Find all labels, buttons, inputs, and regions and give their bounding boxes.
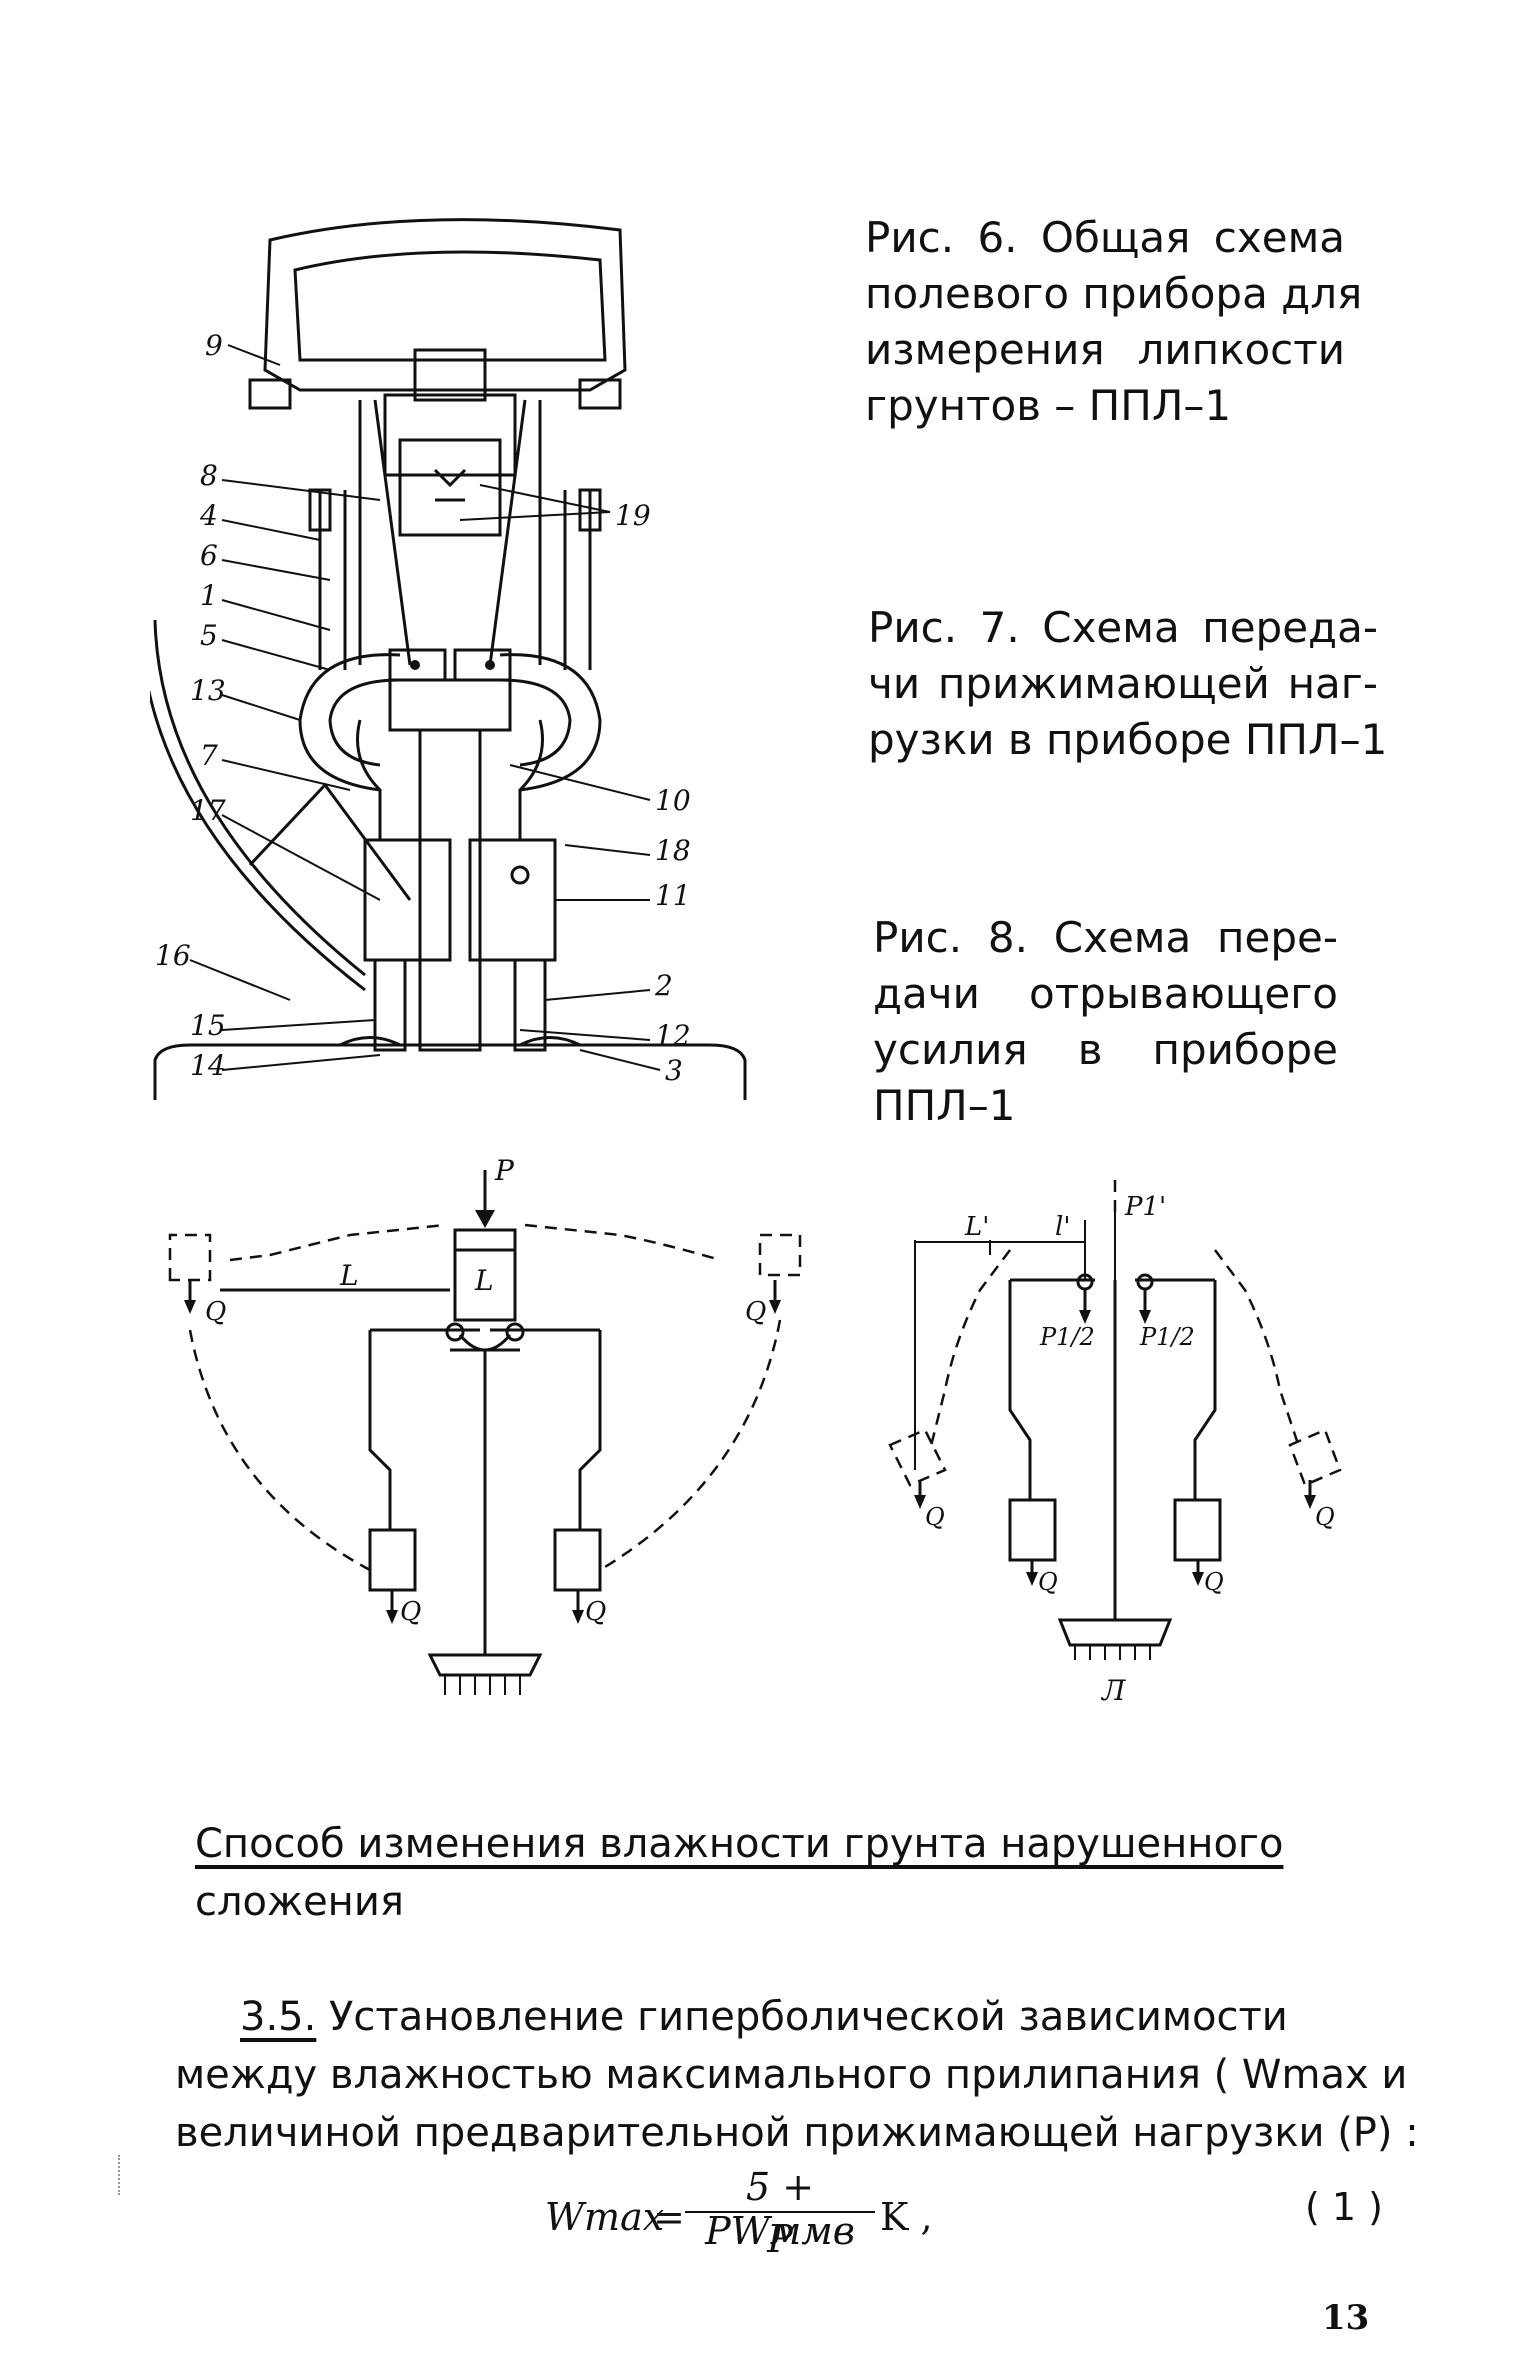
equation-number: ( 1 ) [1305,2185,1383,2229]
fig6-label: 16 [155,939,191,972]
fig6-label: 4 [199,499,218,532]
figure-7-load-diagram: P L L Q Q Q Q [168,1154,802,1695]
fig8-label: P1/2 [1139,1323,1195,1351]
equals-sign: = [653,2195,685,2239]
heading-line: сложения [195,1879,404,1925]
fig8-label: P1' [1124,1192,1166,1222]
caption-line: полевого прибора для [865,269,1363,318]
fig8-label: Q [1038,1568,1058,1596]
fig7-label: Q [400,1597,421,1627]
fig7-label: Q [205,1297,226,1327]
caption-line: грунтов – ППЛ–1 [865,381,1232,430]
paragraph-text: Установление гиперболической зависимости [316,1994,1288,2040]
fig6-label: 14 [190,1049,226,1082]
figure-6-caption: Рис. 6. Общая схема полевого прибора для… [865,210,1363,434]
fig6-label: 18 [655,834,691,867]
fig6-label: 12 [655,1019,691,1052]
fig6-label: 5 [200,619,218,652]
fig6-label: 9 [205,329,223,362]
fig6-label: 6 [200,539,218,572]
fig8-label: L' [964,1212,989,1242]
paragraph-line-1: 3.5. Установление гиперболической зависи… [175,1988,1385,2046]
caption-line: Рис. 7. Схема переда- [868,603,1378,652]
caption-line: рузки в приборе ППЛ–1 [868,715,1388,764]
fig6-label: 15 [190,1009,226,1042]
figure-6-device-schematic: 9 8 4 6 1 5 13 7 17 16 15 14 19 10 18 11… [150,218,747,1100]
fig7-label: L [339,1259,359,1292]
fig7-label: Q [745,1297,766,1327]
fig8-label: Л [1100,1674,1126,1707]
formula-factor: K , [880,2195,933,2239]
fig8-label: Q [925,1503,945,1531]
fig8-label: l' [1055,1212,1070,1242]
formula-denominator: P [767,2217,793,2261]
fig6-label: 19 [615,499,651,532]
fig6-label: 2 [654,969,673,1002]
fig6-label: 8 [200,459,218,492]
fraction-bar [685,2211,875,2213]
formula-numerator: 5 + PWммв [705,2165,855,2253]
fig6-label: 13 [190,674,226,707]
fig7-label: L [474,1264,494,1297]
paragraph-line-3: величиной предварительной прижимающей на… [175,2110,1419,2156]
fig6-label: 11 [655,879,691,912]
caption-line: Рис. 6. Общая схема [865,213,1345,262]
fig6-label: 17 [190,794,226,827]
fig6-label: 10 [655,784,691,817]
fig6-label: 1 [200,579,218,612]
margin-mark [118,2155,122,2195]
fig8-label: P1/2 [1039,1323,1095,1351]
section-3-5-paragraph: 3.5. Установление гиперболической зависи… [175,1988,1419,2162]
paragraph-line-2: между влажностью максимального прилипани… [175,2052,1408,2098]
page-number: 13 [1322,2298,1370,2338]
fig8-label: Q [1204,1568,1224,1596]
figure-7-caption: Рис. 7. Схема переда- чи прижимающей наг… [868,600,1388,768]
caption-line: ППЛ–1 [873,1081,1016,1130]
caption-line: измерения липкости [865,325,1345,374]
figure-8-caption: Рис. 8. Схема пере- дачи отрывающего уси… [873,910,1338,1134]
section-number: 3.5. [240,1994,317,2040]
caption-line: дачи отрывающего [873,969,1338,1018]
formula-lhs: Wmax [545,2195,665,2239]
fig7-label: P [494,1154,515,1187]
caption-line: Рис. 8. Схема пере- [873,913,1338,962]
fig8-label: Q [1315,1503,1335,1531]
figure-8-pull-diagram: L' l' P1' P1/2 P1/2 Q Q Q Q Л [888,1180,1342,1707]
caption-line: усилия в приборе [873,1025,1338,1074]
fig6-label: 7 [200,739,218,772]
fig7-label: Q [585,1597,606,1627]
section-heading: Способ изменения влажности грунта наруше… [195,1815,1315,1931]
heading-line: Способ изменения влажности грунта наруше… [195,1821,1284,1867]
caption-line: чи прижимающей наг- [868,659,1378,708]
fig6-label: 3 [665,1054,683,1087]
formula-1: Wmax = 5 + PWммв P K , ( 1 ) [545,2165,1383,2261]
